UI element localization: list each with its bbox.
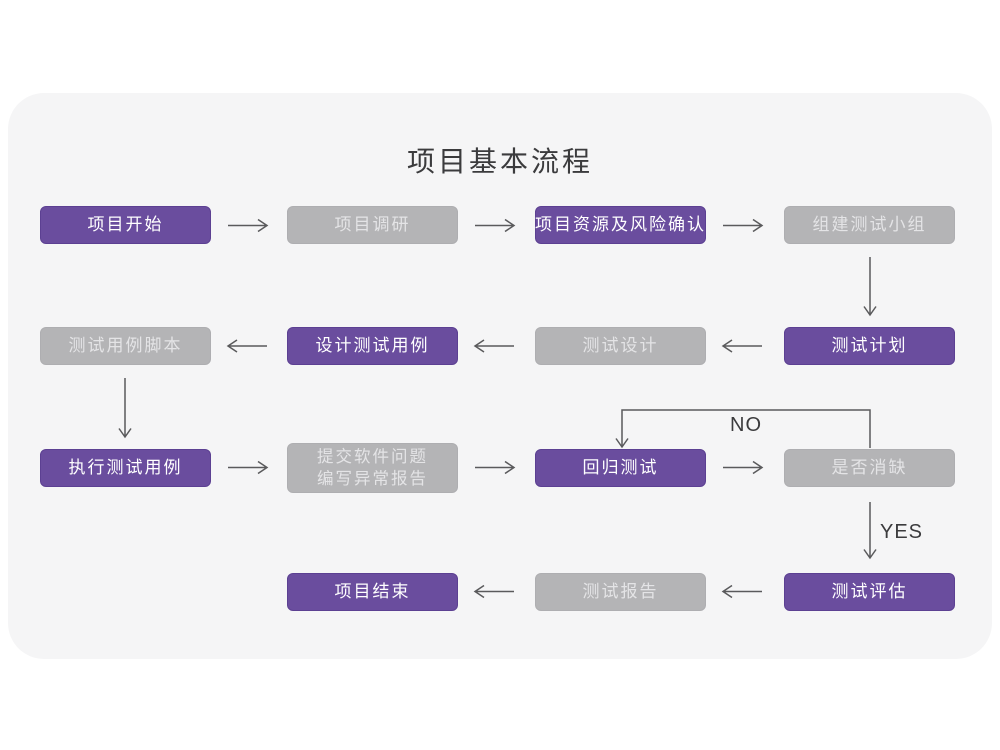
node-test-evaluation: 测试评估 xyxy=(784,573,955,611)
node-test-plan: 测试计划 xyxy=(784,327,955,365)
node-test-case-scripts: 测试用例脚本 xyxy=(40,327,211,365)
node-project-resources-risk-confirm: 项目资源及风险确认 xyxy=(535,206,706,244)
node-form-test-team: 组建测试小组 xyxy=(784,206,955,244)
edge-label-no: NO xyxy=(730,414,762,436)
node-submit-issues-write-report: 提交软件问题 编写异常报告 xyxy=(287,443,458,493)
node-project-end: 项目结束 xyxy=(287,573,458,611)
edge-label-yes: YES xyxy=(880,521,924,543)
page-title: 项目基本流程 xyxy=(406,146,593,177)
node-project-research: 项目调研 xyxy=(287,206,458,244)
node-defect-resolved-decision: 是否消缺 xyxy=(784,449,955,487)
node-label-line2: 编写异常报告 xyxy=(317,470,428,488)
node-design-test-cases: 设计测试用例 xyxy=(287,327,458,365)
flowchart-card xyxy=(8,93,992,659)
node-test-design: 测试设计 xyxy=(535,327,706,365)
node-project-start: 项目开始 xyxy=(40,206,211,244)
node-execute-test-cases: 执行测试用例 xyxy=(40,449,211,487)
node-label-line1: 提交软件问题 xyxy=(317,447,428,466)
node-test-report: 测试报告 xyxy=(535,573,706,611)
node-regression-test: 回归测试 xyxy=(535,449,706,487)
